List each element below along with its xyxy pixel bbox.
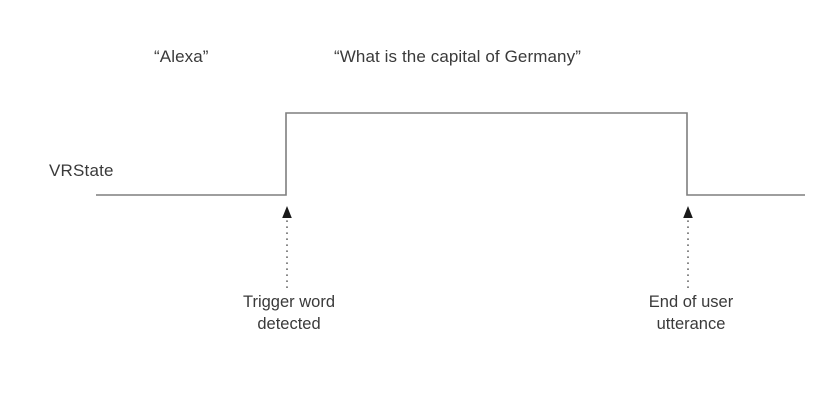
utterance-label-trigger-word: “Alexa” — [154, 47, 209, 66]
annotation-trigger-detected-line1: Trigger word — [243, 293, 335, 311]
trigger-detected-callout-leader — [282, 206, 292, 288]
end-of-utterance-callout-leader — [683, 206, 693, 288]
utterance-label-user-question: “What is the capital of Germany” — [334, 47, 581, 66]
annotation-trigger-detected-line2: detected — [257, 314, 321, 333]
signal-name-label: VRState — [49, 161, 114, 180]
vrstate-signal-trace — [96, 112, 805, 196]
annotation-end-of-utterance-line1: End of user — [648, 293, 734, 311]
annotation-end-of-utterance-line2: utterance — [656, 314, 726, 333]
annotation-trigger-detected: Trigger word detected — [206, 292, 372, 336]
annotation-end-of-utterance: End of user utterance — [608, 292, 774, 336]
